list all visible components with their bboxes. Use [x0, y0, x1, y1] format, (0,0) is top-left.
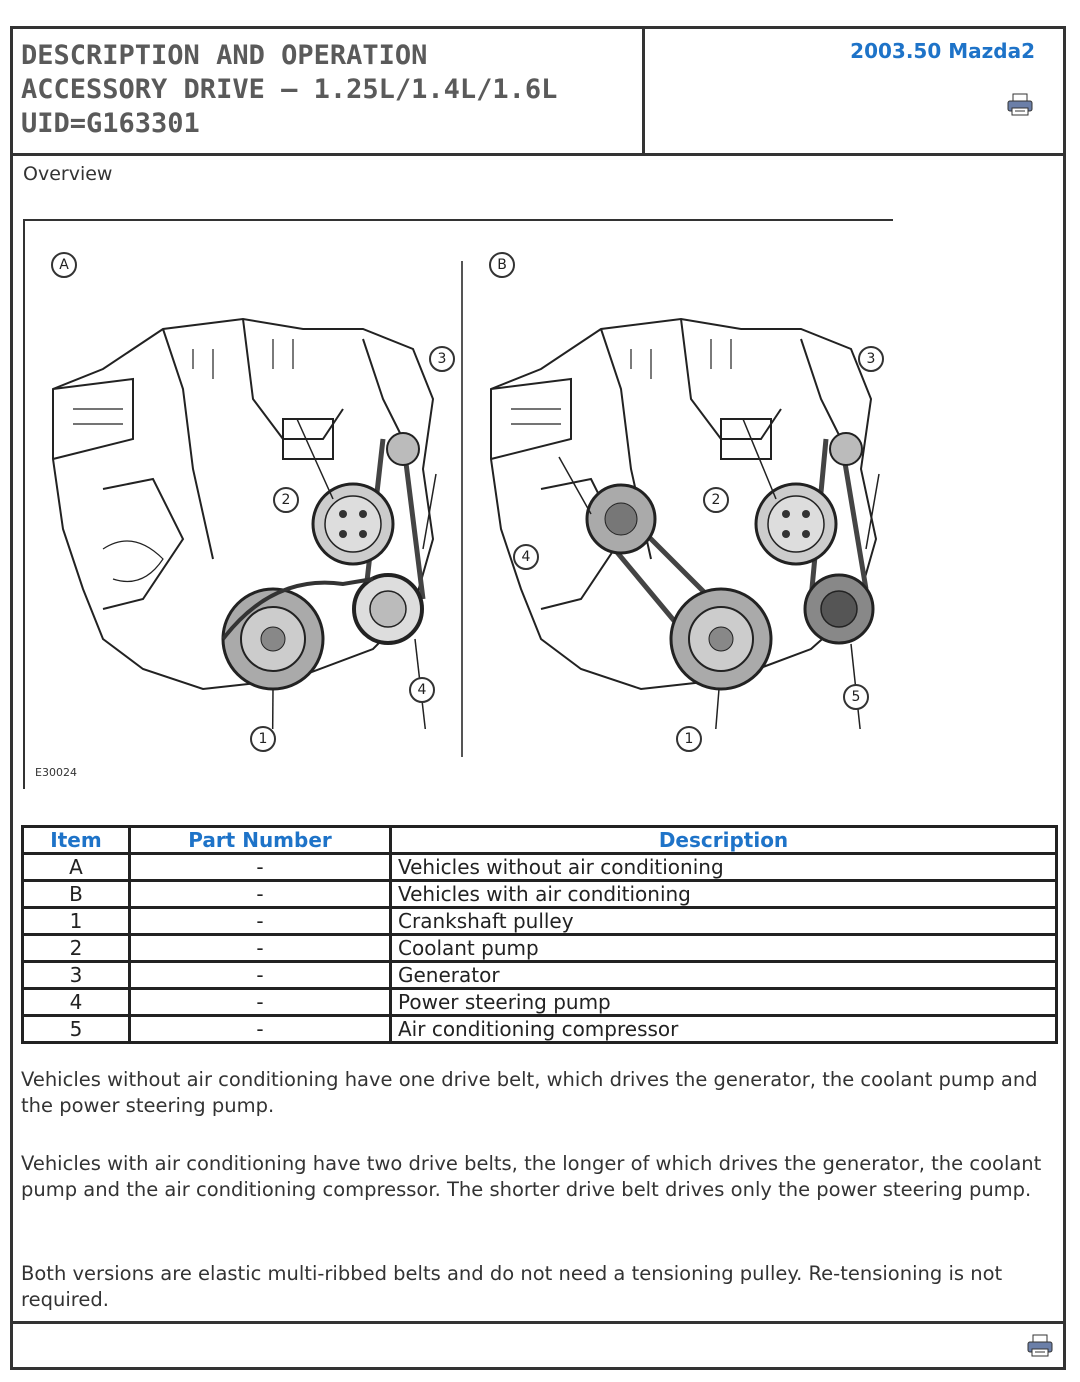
- document-frame: DESCRIPTION AND OPERATION ACCESSORY DRIV…: [10, 26, 1066, 1370]
- cell-description: Air conditioning compressor: [389, 1014, 1058, 1044]
- cell-description: Vehicles without air conditioning: [389, 852, 1058, 882]
- cell-item: 5: [21, 1014, 131, 1044]
- table-row: 2 - Coolant pump: [21, 933, 1058, 963]
- cell-description: Generator: [389, 960, 1058, 990]
- table-header-row: Item Part Number Description: [21, 825, 1058, 855]
- table-row: A - Vehicles without air conditioning: [21, 852, 1058, 882]
- cell-part-number: -: [128, 1014, 392, 1044]
- table-row: 4 - Power steering pump: [21, 987, 1058, 1017]
- cell-description: Coolant pump: [389, 933, 1058, 963]
- table-row: 1 - Crankshaft pulley: [21, 906, 1058, 936]
- figure-top-rule: [23, 219, 893, 221]
- cell-part-number: -: [128, 960, 392, 990]
- engine-drawing-b: [490, 317, 880, 729]
- figure-left-rule: [23, 219, 25, 789]
- cell-part-number: -: [128, 987, 392, 1017]
- section-heading: Overview: [23, 163, 113, 185]
- printer-icon[interactable]: [1027, 1334, 1053, 1358]
- cell-item: 2: [21, 933, 131, 963]
- callout-b-4: 4: [513, 544, 539, 570]
- callout-a-1: 1: [250, 726, 276, 752]
- callout-b-3: 3: [858, 346, 884, 372]
- callout-b-5: 5: [843, 684, 869, 710]
- figure-code: E30024: [35, 766, 77, 779]
- callout-a-2: 2: [273, 487, 299, 513]
- callout-b-2: 2: [703, 487, 729, 513]
- cell-part-number: -: [128, 906, 392, 936]
- title-line-1: DESCRIPTION AND OPERATION: [21, 40, 428, 71]
- cell-item: 4: [21, 987, 131, 1017]
- parts-table: Item Part Number Description A - Vehicle…: [21, 825, 1058, 1044]
- panel-label-b: B: [489, 252, 515, 278]
- footer-rule: [13, 1321, 1063, 1324]
- column-header-part-number: Part Number: [128, 825, 392, 855]
- table-row: 5 - Air conditioning compressor: [21, 1014, 1058, 1044]
- column-header-description: Description: [389, 825, 1058, 855]
- figure-divider: [461, 261, 463, 757]
- cell-item: A: [21, 852, 131, 882]
- panel-label-a: A: [51, 252, 77, 278]
- cell-part-number: -: [128, 852, 392, 882]
- cell-item: 1: [21, 906, 131, 936]
- title-cell: DESCRIPTION AND OPERATION ACCESSORY DRIV…: [13, 29, 645, 153]
- printer-icon[interactable]: [1007, 93, 1033, 117]
- callout-a-4: 4: [409, 677, 435, 703]
- engine-drawing-a: [52, 317, 437, 729]
- title-line-2: ACCESSORY DRIVE — 1.25L/1.4L/1.6L: [21, 74, 558, 105]
- cell-item: B: [21, 879, 131, 909]
- cell-part-number: -: [128, 879, 392, 909]
- model-label: 2003.50 Mazda2: [850, 39, 1035, 63]
- accessory-drive-figure: A B: [23, 219, 895, 789]
- header: DESCRIPTION AND OPERATION ACCESSORY DRIV…: [13, 29, 1063, 156]
- cell-description: Crankshaft pulley: [389, 906, 1058, 936]
- column-header-item: Item: [21, 825, 131, 855]
- paragraph-no-ac: Vehicles without air conditioning have o…: [21, 1068, 1038, 1117]
- cell-part-number: -: [128, 933, 392, 963]
- table-row: B - Vehicles with air conditioning: [21, 879, 1058, 909]
- callout-a-3: 3: [429, 346, 455, 372]
- callout-b-1: 1: [676, 726, 702, 752]
- title-line-3: UID=G163301: [21, 108, 200, 139]
- paragraph-belts: Both versions are elastic multi-ribbed b…: [21, 1262, 1003, 1311]
- cell-description: Power steering pump: [389, 987, 1058, 1017]
- cell-item: 3: [21, 960, 131, 990]
- paragraph-with-ac: Vehicles with air conditioning have two …: [21, 1152, 1042, 1201]
- cell-description: Vehicles with air conditioning: [389, 879, 1058, 909]
- table-row: 3 - Generator: [21, 960, 1058, 990]
